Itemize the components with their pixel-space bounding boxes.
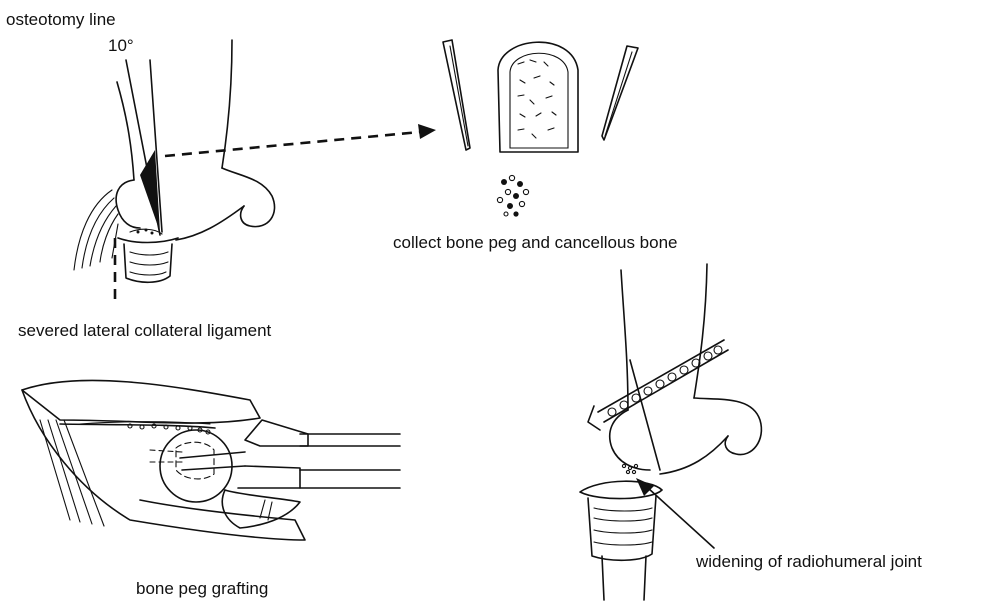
label-widening-joint: widening of radiohumeral joint (696, 553, 922, 570)
screw-threads (608, 346, 722, 416)
widening-pointer-arrowhead (636, 478, 654, 496)
label-osteotomy-line: osteotomy line (6, 11, 116, 28)
bone-peg-grafting-figure (22, 380, 400, 540)
elbow-osteotomy-figure (74, 40, 275, 306)
harvest-arrow (165, 124, 436, 156)
label-angle: 10° (108, 37, 134, 54)
fixed-elbow-figure (580, 264, 761, 600)
label-severed-ligament: severed lateral collateral ligament (18, 322, 271, 339)
label-bone-peg-grafting: bone peg grafting (136, 580, 268, 597)
harvested-bone-figure (443, 40, 638, 217)
cancellous-bone-chips (497, 175, 528, 216)
label-collect-bone: collect bone peg and cancellous bone (393, 234, 678, 251)
